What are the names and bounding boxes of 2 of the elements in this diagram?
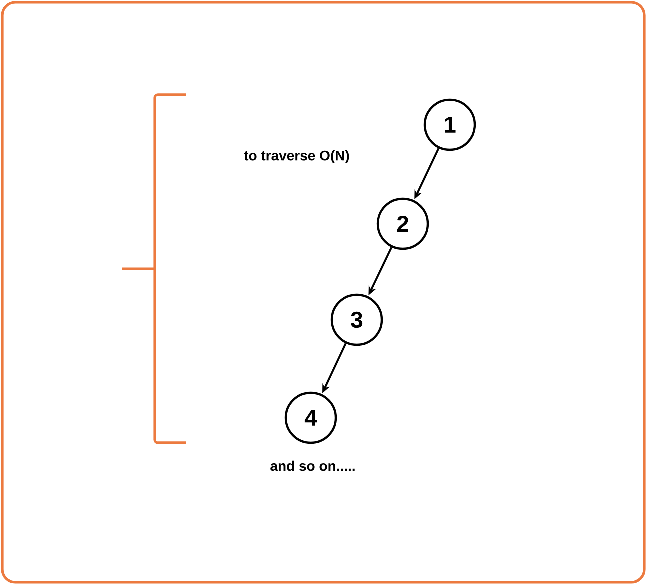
note-text: and so on.....: [270, 460, 355, 472]
note-text: to traverse O(N): [244, 150, 350, 164]
